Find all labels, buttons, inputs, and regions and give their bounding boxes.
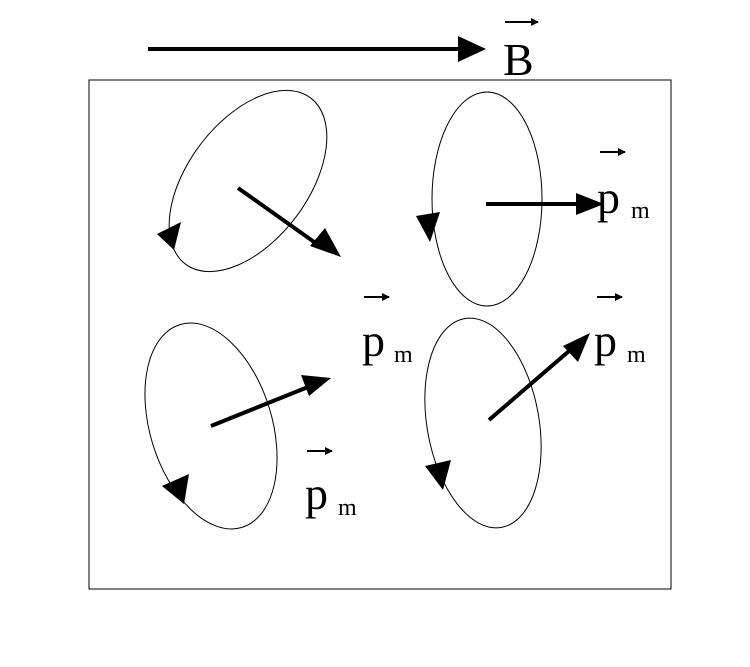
moment-label-1: p m xyxy=(597,148,650,224)
svg-text:m: m xyxy=(394,342,413,368)
moment-label-4: p m xyxy=(305,447,357,521)
svg-text:p: p xyxy=(597,172,620,223)
field-label-b: B xyxy=(503,18,539,85)
loop-direction-arrow-icon xyxy=(162,474,189,504)
moment-arrow-3 xyxy=(210,375,331,428)
current-loop-3 xyxy=(144,322,331,530)
svg-text:m: m xyxy=(338,495,357,521)
svg-text:m: m xyxy=(631,198,650,224)
loop-direction-arrow-icon xyxy=(157,222,181,250)
svg-text:p: p xyxy=(362,315,385,366)
loop-direction-arrow-icon xyxy=(425,460,451,490)
svg-text:p: p xyxy=(594,315,617,366)
moment-label-2: p m xyxy=(362,293,413,368)
moment-arrow-2 xyxy=(486,193,604,215)
frame-box xyxy=(88,79,672,590)
current-loop-2 xyxy=(416,91,604,307)
field-arrow xyxy=(148,36,486,62)
svg-text:p: p xyxy=(305,468,328,519)
moment-arrow-4 xyxy=(487,333,590,422)
moment-arrow-1 xyxy=(236,186,341,257)
current-loop-4 xyxy=(424,317,590,529)
moment-label-3: p m xyxy=(594,293,646,368)
svg-text:m: m xyxy=(627,342,646,368)
svg-text:B: B xyxy=(503,34,534,85)
loop-direction-arrow-icon xyxy=(416,212,440,242)
current-loop-1 xyxy=(157,89,341,273)
